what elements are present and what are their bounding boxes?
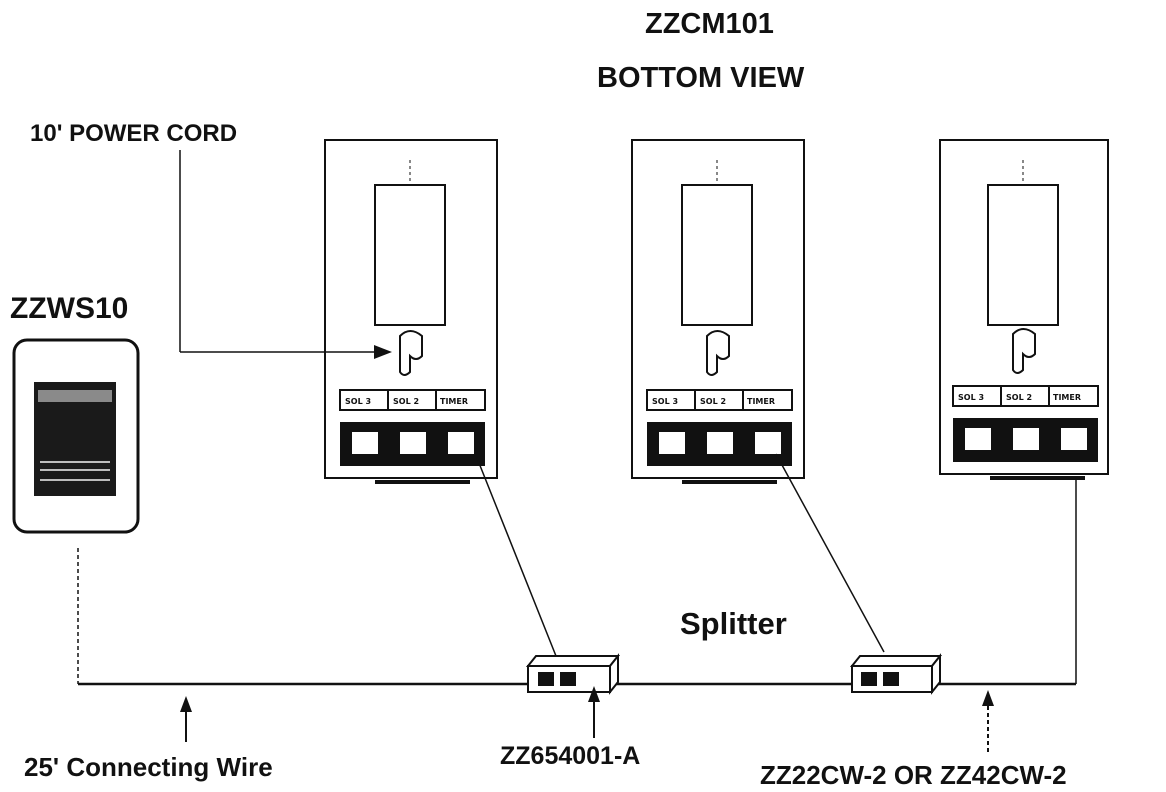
power-cord-arrowhead [374, 345, 392, 359]
port-label-m3-b: SOL 2 [1006, 393, 1032, 402]
cable-pointer-head [982, 690, 994, 706]
title-view: BOTTOM VIEW [597, 62, 805, 94]
port-label-m2-c: TIMER [747, 397, 775, 406]
splitter-label: Splitter [680, 606, 787, 641]
splitter-2 [849, 653, 943, 695]
port-label-m3-a: SOL 3 [958, 393, 984, 402]
splitter-part-label: ZZ654001-A [500, 742, 641, 770]
splitter-pointer-head [588, 686, 600, 702]
cable-module-2 [775, 453, 885, 653]
port-label-m3-c: TIMER [1053, 393, 1081, 402]
control-module-2 [631, 139, 805, 484]
power-cord-label: 10' POWER CORD [30, 120, 238, 147]
port-label-m1-c: TIMER [440, 397, 468, 406]
control-module-3 [939, 139, 1109, 480]
port-label-m2-a: SOL 3 [652, 397, 678, 406]
control-module-1 [324, 139, 498, 484]
cable-module-1 [476, 457, 557, 657]
wall-switch-label: ZZWS10 [10, 292, 129, 325]
connecting-wire-label: 25' Connecting Wire [24, 752, 273, 782]
port-label-m1-b: SOL 2 [393, 397, 419, 406]
port-label-m2-b: SOL 2 [700, 397, 726, 406]
splitter-1 [525, 653, 621, 695]
wall-switch [12, 338, 140, 534]
port-label-m1-a: SOL 3 [345, 397, 371, 406]
cable-part-label: ZZ22CW-2 OR ZZ42CW-2 [760, 760, 1067, 790]
title-model: ZZCM101 [645, 8, 774, 40]
wire-pointer-head [180, 696, 192, 712]
